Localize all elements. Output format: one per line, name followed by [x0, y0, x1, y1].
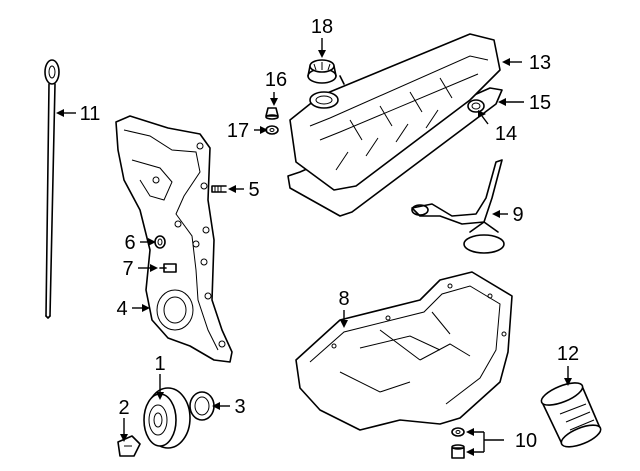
callout-1: 1: [154, 353, 165, 375]
callout-13: 13: [529, 52, 551, 74]
pulley-bolt: [117, 435, 141, 457]
callout-11: 11: [80, 103, 101, 125]
callout-12: 12: [557, 343, 579, 365]
callout-16: 16: [265, 69, 287, 91]
dipstick: [44, 59, 60, 319]
oil-pickup-tube: [411, 159, 505, 254]
front-seal: [189, 391, 215, 421]
callout-7: 7: [122, 258, 133, 280]
crank-pulley: [143, 387, 191, 449]
callout-17: 17: [227, 120, 249, 142]
nut-16: [265, 107, 279, 120]
callout-4: 4: [116, 298, 127, 320]
callout-15: 15: [529, 92, 551, 114]
callout-labels: 1 2 3 4 5 6 7 8 9 10 11 12 13 14 15 16 1…: [80, 16, 580, 452]
callout-14: 14: [495, 123, 517, 145]
oil-filler-cap: [307, 59, 337, 84]
callout-3: 3: [234, 396, 245, 418]
oil-filter: [540, 382, 602, 448]
bolt-7: [159, 263, 177, 273]
callout-18: 18: [311, 16, 333, 38]
callout-6: 6: [124, 232, 135, 254]
oil-pan: [295, 271, 513, 431]
timing-cover: [115, 115, 233, 363]
callout-2: 2: [118, 397, 129, 419]
callout-10: 10: [515, 430, 537, 452]
callout-9: 9: [512, 204, 523, 226]
grommet-14: [467, 99, 485, 113]
callout-5: 5: [248, 179, 259, 201]
valve-cover: [287, 33, 503, 217]
drain-plug: [451, 427, 465, 459]
leader-lines: [56, 38, 572, 456]
bolt-5: [211, 185, 227, 193]
callout-8: 8: [338, 288, 349, 310]
